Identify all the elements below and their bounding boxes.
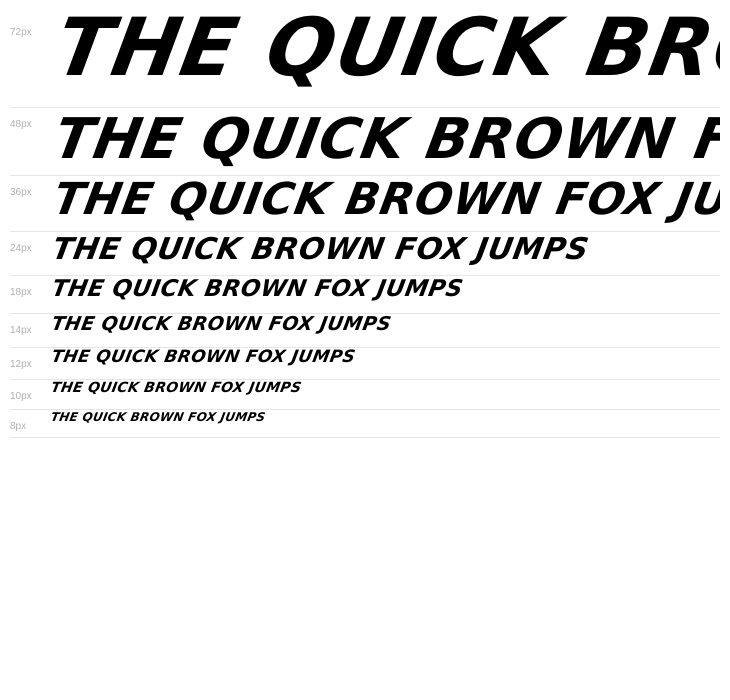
- sample-text: THE QUICK BROWN FOX JUMPS: [48, 1, 720, 94]
- preview-row-8: 8px THE QUICK BROWN FOX JUMPS: [10, 410, 720, 438]
- preview-row-18: 18px THE QUICK BROWN FOX JUMPS: [10, 276, 720, 314]
- size-label: 12px: [10, 359, 32, 370]
- sample-text: THE QUICK BROWN FOX JUMPS: [49, 314, 394, 335]
- size-label: 8px: [10, 421, 27, 432]
- sample-text: THE QUICK BROWN FOX JUMPS: [49, 380, 303, 396]
- size-label: 14px: [10, 325, 32, 336]
- size-label: 36px: [10, 187, 32, 198]
- preview-row-24: 24px THE QUICK BROWN FOX JUMPS: [10, 232, 720, 276]
- size-label: 10px: [10, 391, 32, 402]
- size-label: 72px: [10, 27, 32, 38]
- sample-text: THE QUICK BROWN FOX JUMPS: [49, 348, 357, 367]
- sample-text: THE QUICK BROWN FOX JUMPS: [49, 276, 466, 302]
- preview-row-48: 48px THE QUICK BROWN FOX JUMPS: [10, 108, 720, 176]
- size-label: 18px: [10, 287, 32, 298]
- preview-row-14: 14px THE QUICK BROWN FOX JUMPS: [10, 314, 720, 348]
- size-label: 24px: [10, 243, 32, 254]
- sample-text: THE QUICK BROWN FOX JUMPS: [49, 108, 720, 172]
- preview-row-36: 36px THE QUICK BROWN FOX JUMPS: [10, 176, 720, 232]
- sample-text: THE QUICK BROWN FOX JUMPS: [49, 232, 592, 267]
- preview-row-72: 72px THE QUICK BROWN FOX JUMPS: [10, 0, 720, 108]
- size-label: 48px: [10, 119, 32, 130]
- preview-row-12: 12px THE QUICK BROWN FOX JUMPS: [10, 348, 720, 380]
- sample-text: THE QUICK BROWN FOX JUMPS: [49, 176, 720, 225]
- sample-text: THE QUICK BROWN FOX JUMPS: [49, 410, 267, 424]
- preview-row-10: 10px THE QUICK BROWN FOX JUMPS: [10, 380, 720, 410]
